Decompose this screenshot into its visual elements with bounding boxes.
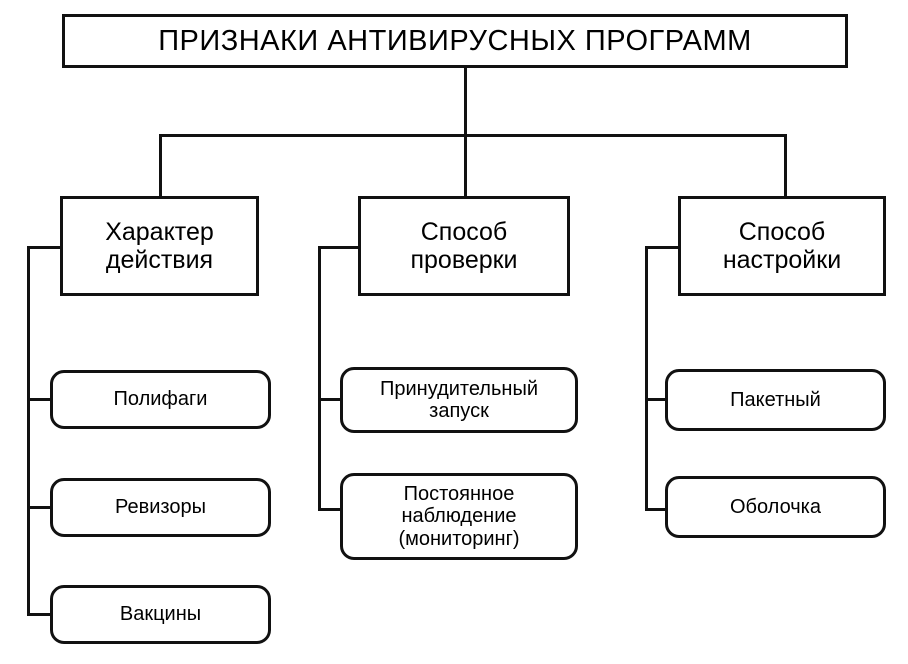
connector-branch-1-stub-0 xyxy=(318,398,343,401)
leaf-node-revizory: Ревизоры xyxy=(50,478,271,537)
connector-branch-0-stub-1 xyxy=(27,506,53,509)
leaf-node-postoyannoe-nablyudenie: Постоянное наблюдение (мониторинг) xyxy=(340,473,578,560)
connector-branch-0-spine-top xyxy=(27,246,63,249)
leaf-node-prinuditelnyy-zapusk: Принудительный запуск xyxy=(340,367,578,433)
connector-branch-2-spine-top xyxy=(645,246,681,249)
branch-node-kharakter-deystviya: Характер действия xyxy=(60,196,259,296)
connector-branch-0-spine xyxy=(27,246,30,616)
connector-bus-to-branch-0 xyxy=(159,134,162,197)
connector-branch-2-stub-0 xyxy=(645,398,668,401)
connector-branch-2-stub-1 xyxy=(645,508,668,511)
connector-branch-1-stub-1 xyxy=(318,508,343,511)
connector-bus-to-branch-2 xyxy=(784,134,787,197)
connector-branch-1-spine xyxy=(318,246,321,511)
leaf-node-vaktsiny: Вакцины xyxy=(50,585,271,644)
leaf-node-paketnyy: Пакетный xyxy=(665,369,886,431)
leaf-node-obolochka: Оболочка xyxy=(665,476,886,538)
branch-node-sposob-proverki: Способ проверки xyxy=(358,196,570,296)
connector-branch-0-stub-0 xyxy=(27,398,53,401)
connector-title-stem xyxy=(464,67,467,137)
connector-bus-to-branch-1 xyxy=(464,134,467,197)
connector-branch-0-stub-2 xyxy=(27,613,53,616)
connector-level2-bus xyxy=(159,134,787,137)
leaf-node-polifagi: Полифаги xyxy=(50,370,271,429)
connector-branch-1-spine-top xyxy=(318,246,361,249)
diagram-title-box: ПРИЗНАКИ АНТИВИРУСНЫХ ПРОГРАММ xyxy=(62,14,848,68)
branch-node-sposob-nastroyki: Способ настройки xyxy=(678,196,886,296)
connector-branch-2-spine xyxy=(645,246,648,511)
